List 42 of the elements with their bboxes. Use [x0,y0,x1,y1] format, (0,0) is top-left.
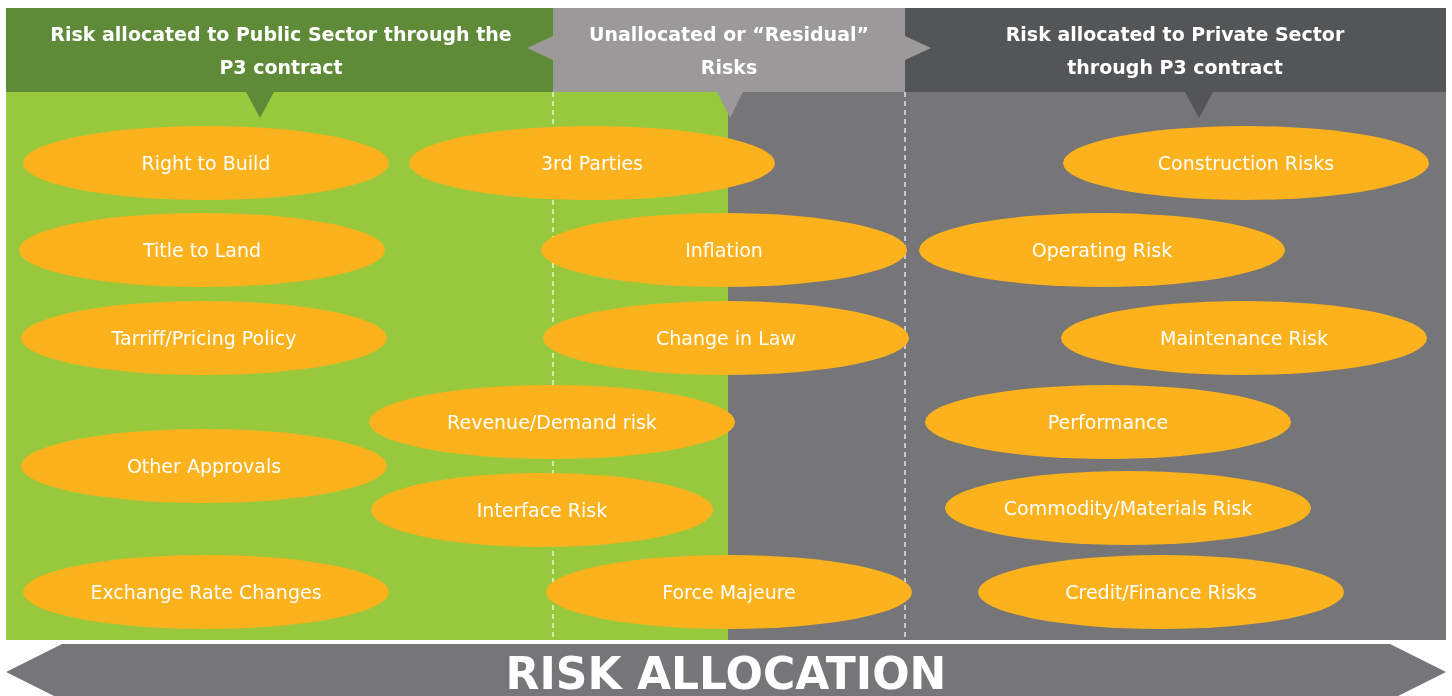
risk-oval [918,212,1286,288]
section-header [905,8,1446,119]
risk-oval [545,554,913,630]
header-title: Unallocated or “Residual” Risks [588,21,870,80]
banner-title: RISK ALLOCATION [504,646,948,696]
risk-label: Inflation [684,237,764,263]
risk-oval [22,125,390,201]
risk-label: Other Approvals [125,453,283,479]
risk-oval [408,125,776,201]
risk-oval [1062,125,1430,201]
risk-oval [20,428,388,504]
risk-label: Title to Land [141,237,263,263]
double-arrow-banner [6,644,1446,696]
risk-label: Credit/Finance Risks [1064,579,1258,605]
risk-label: 3rd Parties [539,150,644,176]
risk-oval [944,470,1312,546]
risk-label: Right to Build [140,150,272,176]
risk-oval [924,384,1292,460]
risk-oval [1060,300,1428,376]
section-header [6,8,553,119]
risk-label: Interface Risk [475,497,609,523]
risk-oval [22,554,390,630]
risk-label: Maintenance Risk [1159,325,1329,351]
section-header [527,8,931,119]
risk-oval [368,384,736,460]
risk-label: Exchange Rate Changes [89,579,323,605]
risk-label: Operating Risk [1030,237,1174,263]
risk-oval [20,300,388,376]
header-title: Risk allocated to Public Sector through the P3 contract [49,21,513,80]
risk-label: Change in Law [655,325,797,351]
risk-oval [977,554,1345,630]
risk-oval [542,300,910,376]
risk-label: Performance [1046,409,1170,435]
risk-label: Revenue/Demand risk [446,409,658,435]
risk-oval [370,472,714,548]
risk-label: Force Majeure [661,579,797,605]
risk-oval [540,212,908,288]
risk-label: Tarriff/Pricing Policy [110,325,298,351]
risk-label: Construction Risks [1156,150,1336,176]
risk-label: Commodity/Materials Risk [1002,495,1254,521]
risk-oval [18,212,386,288]
header-title: Risk allocated to Private Sector through P3 contract [1004,21,1346,80]
